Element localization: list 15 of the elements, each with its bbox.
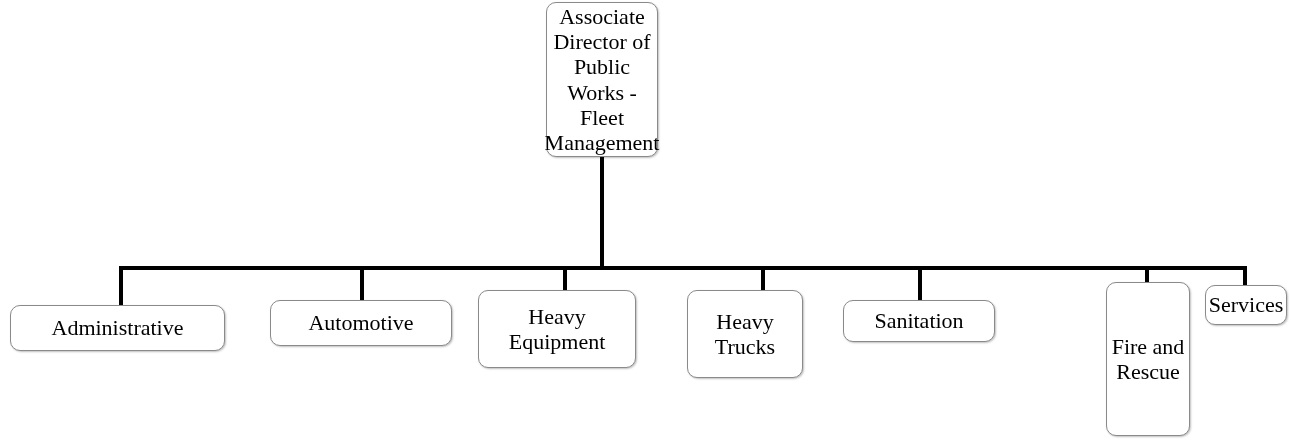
box-label: Administrative: [51, 315, 184, 341]
box-label: Associate Director of Public Works - Fleet Management: [544, 3, 660, 156]
box-label: Heavy Trucks: [713, 308, 777, 360]
department-box: [843, 300, 995, 342]
department-box: [478, 290, 636, 368]
department-box: [1106, 282, 1190, 436]
box-label: Automotive: [308, 310, 414, 336]
box-label: Services: [1208, 292, 1284, 318]
department-box: [270, 300, 452, 346]
department-box: [1205, 285, 1287, 325]
box-label: Heavy Equipment: [507, 303, 607, 355]
box-label: Fire and Rescue: [1111, 333, 1185, 385]
box-label: Sanitation: [874, 308, 964, 334]
department-box: [687, 290, 803, 378]
department-box: [10, 305, 225, 351]
